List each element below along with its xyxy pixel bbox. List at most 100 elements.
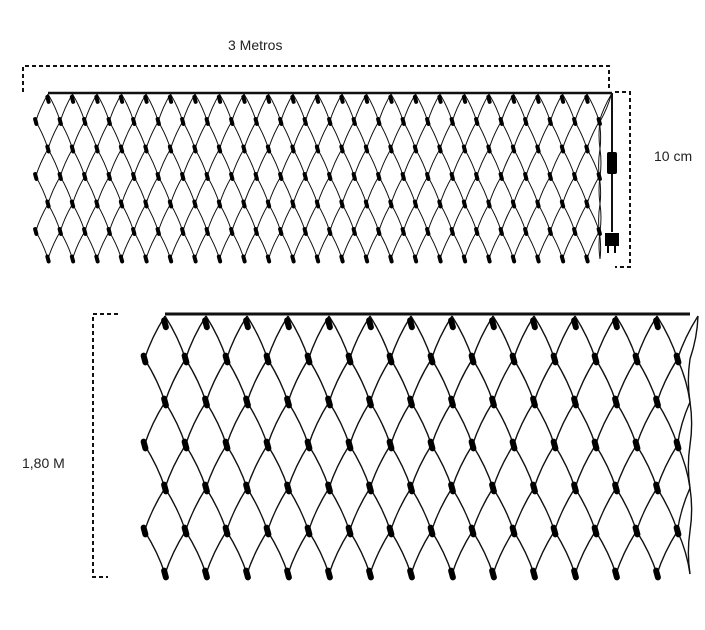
led-bulb xyxy=(376,117,382,126)
led-bulb xyxy=(118,254,125,264)
led-bulb xyxy=(425,172,431,181)
led-bulb xyxy=(653,481,661,495)
led-bulb xyxy=(407,317,415,331)
led-bulb xyxy=(366,395,374,409)
net-strand xyxy=(687,315,699,575)
led-bulb xyxy=(448,567,456,581)
led-bulb xyxy=(57,117,63,126)
led-bulb xyxy=(388,254,394,264)
led-bulb xyxy=(535,199,541,209)
led-bulb xyxy=(69,94,76,104)
led-bulb xyxy=(388,144,394,154)
led-bulb xyxy=(559,144,566,154)
led-bulb xyxy=(155,172,161,181)
led-bulb xyxy=(243,481,251,495)
led-bulb xyxy=(204,227,210,236)
led-bulb xyxy=(284,481,292,495)
led-bulb xyxy=(612,317,620,331)
plug-icon xyxy=(605,233,619,246)
led-bulb xyxy=(325,317,333,331)
led-bulb xyxy=(530,395,538,409)
led-bulb xyxy=(376,227,382,236)
led-bulb xyxy=(69,144,76,154)
led-bulb xyxy=(180,172,186,181)
led-bulb xyxy=(486,144,492,154)
led-bulb xyxy=(229,227,235,236)
led-bulb xyxy=(461,254,468,264)
led-bulb xyxy=(327,172,333,181)
led-bulb xyxy=(204,117,210,126)
led-bulb xyxy=(290,199,296,209)
led-bulb xyxy=(106,227,112,236)
led-bulb xyxy=(161,481,169,495)
led-bulb xyxy=(474,227,480,236)
led-bulb xyxy=(45,199,51,209)
led-bulb xyxy=(535,144,541,154)
led-bulb xyxy=(314,254,321,264)
led-bulb xyxy=(591,352,600,366)
led-bulb xyxy=(222,352,231,366)
led-bulb xyxy=(216,199,223,209)
led-bulb xyxy=(278,227,284,236)
led-bulb xyxy=(143,254,149,264)
led-bulb xyxy=(143,94,149,104)
led-bulb xyxy=(510,94,517,104)
led-bulb xyxy=(202,481,210,495)
led-bulb xyxy=(427,438,436,452)
led-bulb xyxy=(302,117,308,126)
led-bulb xyxy=(509,438,518,452)
led-bulb xyxy=(222,438,231,452)
led-bulb xyxy=(167,94,174,104)
led-bulb xyxy=(94,94,100,104)
led-bulb xyxy=(180,227,186,236)
led-bulb xyxy=(437,144,443,154)
led-bulb xyxy=(363,94,370,104)
led-bulb xyxy=(388,199,394,209)
led-bulb xyxy=(33,172,39,181)
led-bulb xyxy=(265,199,272,209)
led-bulb xyxy=(591,438,600,452)
led-bulb xyxy=(363,254,370,264)
led-bulb xyxy=(202,567,210,581)
led-bulb xyxy=(82,117,88,126)
led-bulb xyxy=(489,317,497,331)
led-bulb xyxy=(339,199,345,209)
led-bulb xyxy=(498,172,504,181)
width-dimension-line xyxy=(22,65,610,92)
led-bulb xyxy=(425,227,431,236)
led-bulb xyxy=(425,117,431,126)
led-bulb xyxy=(229,172,235,181)
led-bulb xyxy=(202,395,210,409)
led-bulb xyxy=(161,317,169,331)
led-bulb xyxy=(131,227,137,236)
led-bulb xyxy=(143,144,149,154)
led-bulb xyxy=(327,117,333,126)
led-bulb xyxy=(304,438,313,452)
led-bulb xyxy=(596,172,602,181)
led-bulb xyxy=(547,227,553,236)
led-bulb xyxy=(612,395,620,409)
led-bulb xyxy=(339,144,345,154)
led-bulb xyxy=(407,481,415,495)
led-bulb xyxy=(284,567,292,581)
led-bulb xyxy=(572,117,578,126)
led-bulb xyxy=(45,254,51,264)
led-bulb xyxy=(363,144,370,154)
height-label: 1,80 M xyxy=(22,455,65,471)
led-bulb xyxy=(192,144,198,154)
led-bulb xyxy=(241,199,247,209)
led-bulb xyxy=(265,94,272,104)
led-bulb xyxy=(314,144,321,154)
led-bulb xyxy=(535,94,541,104)
led-bulb xyxy=(510,199,517,209)
led-bulb xyxy=(486,254,492,264)
led-bulb xyxy=(241,144,247,154)
led-bulb xyxy=(229,117,235,126)
led-bulb xyxy=(118,94,125,104)
led-bulb xyxy=(167,254,174,264)
led-bulb xyxy=(33,117,39,126)
led-bulb xyxy=(550,352,559,366)
led-bulb xyxy=(591,524,600,538)
led-bulb xyxy=(489,567,497,581)
